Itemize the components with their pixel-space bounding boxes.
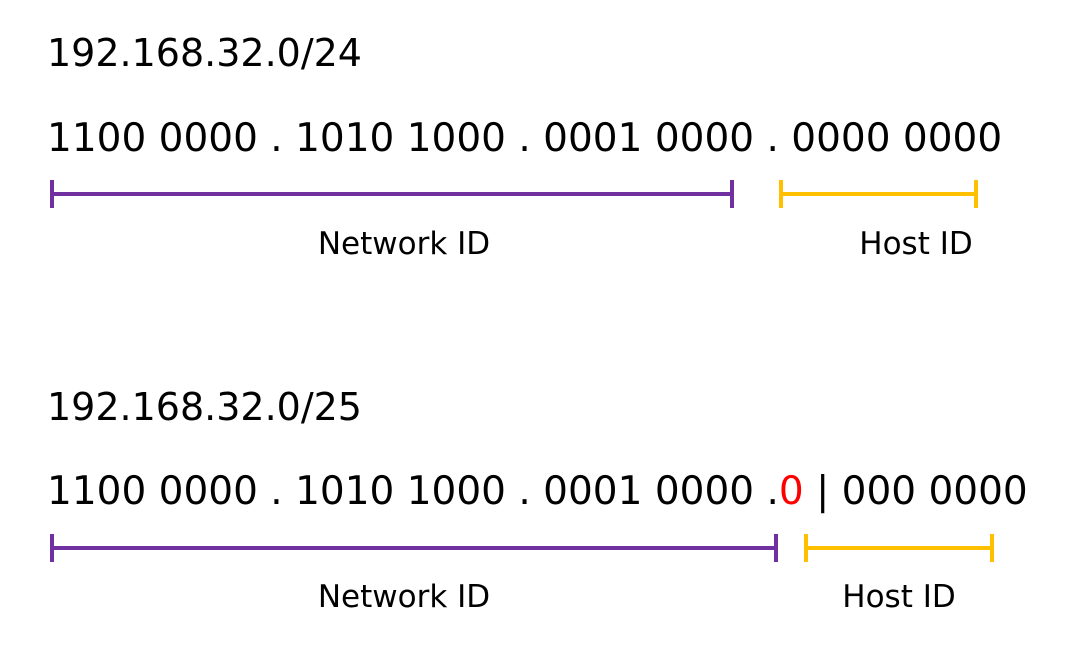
binary-address-25: 1100 0000 . 1010 1000 . 0001 0000 .0 | 0… <box>47 472 1028 511</box>
binary-network-bits-24: 1100 0000 . 1010 1000 . 0001 0000 . <box>47 116 792 161</box>
network-id-bracket-24 <box>50 180 734 208</box>
host-id-label-24: Host ID <box>859 226 973 262</box>
network-id-bracket-25 <box>50 534 778 562</box>
binary-host-bits-25: 000 0000 <box>841 469 1028 514</box>
cidr-notation-25: 192.168.32.0/25 <box>47 385 362 429</box>
binary-address-24: 1100 0000 . 1010 1000 . 0001 0000 . 0000… <box>47 119 1002 158</box>
host-id-bracket-24 <box>779 180 978 208</box>
binary-host-bits-24: 0000 0000 <box>791 116 1003 161</box>
cidr-notation-24: 192.168.32.0/24 <box>47 31 362 75</box>
network-id-label-25: Network ID <box>317 579 491 615</box>
host-id-bracket-25 <box>804 534 994 562</box>
host-id-label-25: Host ID <box>842 579 956 615</box>
binary-network-bits-25: 1100 0000 . 1010 1000 . 0001 0000 . <box>47 469 779 514</box>
binary-separator-25: | <box>803 469 842 514</box>
binary-flip-bit-25: 0 <box>778 469 804 514</box>
network-id-label-24: Network ID <box>317 226 491 262</box>
